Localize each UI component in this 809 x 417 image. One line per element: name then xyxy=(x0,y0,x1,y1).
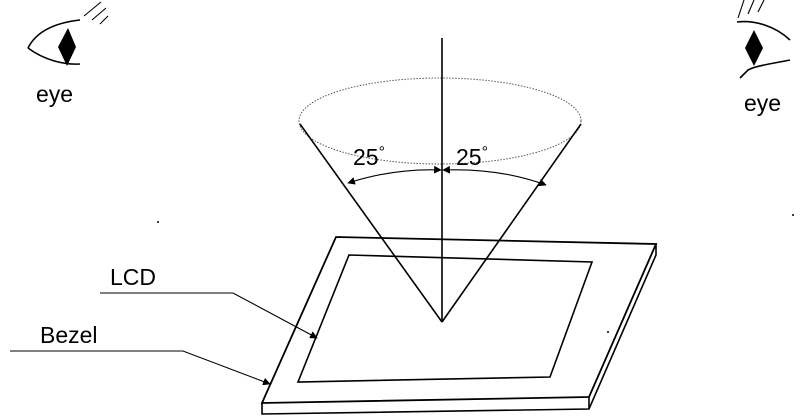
angle-label-right: 25° xyxy=(456,144,488,170)
lcd-label: LCD xyxy=(110,264,156,290)
eye-label-right: eye xyxy=(744,90,781,116)
bezel-label: Bezel xyxy=(40,322,98,348)
angle-label-left: 25° xyxy=(353,144,385,170)
angle-arcs xyxy=(347,165,547,187)
left-eye-icon xyxy=(27,1,109,66)
right-eye-icon xyxy=(736,0,791,79)
eye-label-left: eye xyxy=(36,81,73,107)
lcd-screen xyxy=(296,254,594,383)
lcd-leader xyxy=(100,292,318,339)
bezel-leader xyxy=(10,350,271,386)
bezel-panel xyxy=(260,236,658,415)
viewing-cone xyxy=(298,38,582,323)
